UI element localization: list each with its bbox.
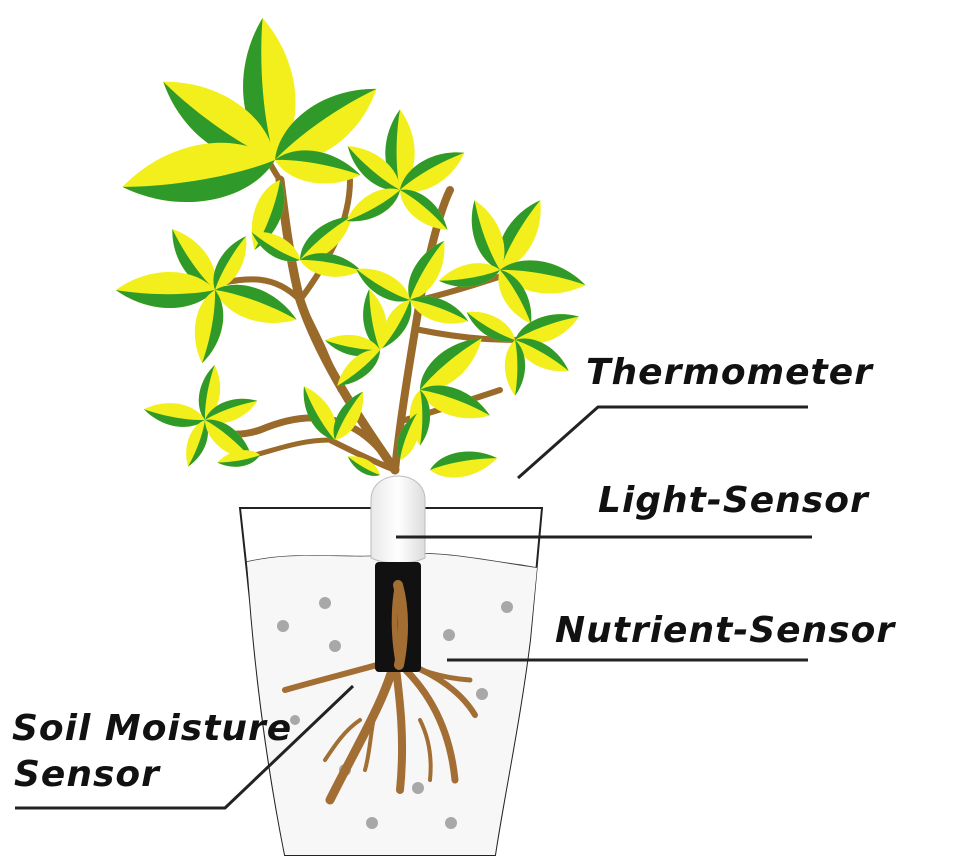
plant-leaves	[115, 15, 589, 483]
soil-moisture-label-line1: Soil Moisture	[12, 708, 293, 749]
soil-moisture-label-line2: Sensor	[14, 754, 160, 795]
soil-moisture-pointer	[15, 684, 355, 810]
sensor-probe	[370, 475, 426, 672]
light-sensor-label: Light-Sensor	[598, 480, 869, 521]
callout-lines	[15, 405, 812, 810]
thermometer-pointer	[517, 405, 808, 480]
thermometer-label: Thermometer	[586, 352, 873, 393]
nutrient-sensor-label: Nutrient-Sensor	[555, 610, 896, 651]
